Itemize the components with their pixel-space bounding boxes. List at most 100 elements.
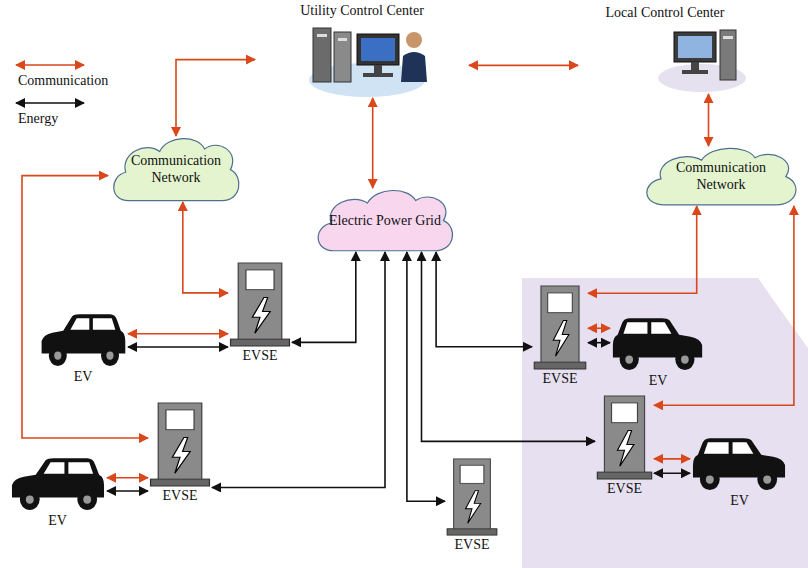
cloud-label: Electric Power Grid (329, 212, 441, 229)
node-label: EV (38, 368, 128, 386)
icon-part (612, 403, 638, 423)
icon-part (158, 403, 202, 479)
node-label: Local Control Center (578, 4, 752, 22)
evse-drawing (597, 396, 651, 479)
cloud-shape (640, 146, 802, 206)
icon-part (534, 362, 586, 369)
icon-part (77, 489, 97, 510)
energy-link (422, 252, 596, 441)
icon-part (54, 351, 61, 359)
icon-part (334, 32, 351, 82)
icon-part (363, 73, 393, 77)
icon-part (374, 65, 382, 73)
legend-arrow-sample (12, 58, 88, 72)
node-label: EV (8, 512, 107, 530)
icon-part (675, 349, 694, 370)
evse-drawing (151, 403, 210, 486)
icon-part (597, 472, 651, 479)
energy-link (292, 252, 356, 342)
icon-part (651, 322, 671, 333)
icon-part (26, 495, 34, 503)
icon-part (466, 491, 481, 524)
node-label: EV (690, 492, 789, 510)
car-icon (610, 312, 706, 372)
legend-label: Energy (12, 110, 108, 128)
icon-part (678, 36, 712, 58)
charger-station: EVSE (228, 262, 292, 365)
network-cloud: Communication Network (108, 136, 244, 202)
node-label: EVSE (445, 536, 499, 554)
ev-car: EV (38, 308, 128, 386)
icon-part (620, 349, 639, 370)
charger-station: EVSE (532, 285, 588, 388)
icon-part (68, 462, 93, 473)
evse-icon (595, 395, 654, 480)
icon-part (357, 34, 399, 65)
energy-link (436, 252, 532, 347)
icon-part (548, 293, 573, 313)
icon-part (704, 442, 729, 453)
evse-icon (532, 285, 588, 370)
car-drawing (42, 314, 126, 366)
communication-link (176, 60, 255, 136)
local-icon (578, 22, 752, 94)
communication-link (22, 176, 148, 438)
icon-part (682, 70, 708, 74)
cloud-label: Communication Network (655, 159, 787, 193)
icon-part (151, 479, 210, 486)
node-label: EV (610, 372, 706, 390)
icon-part (83, 495, 91, 503)
energy-link (654, 472, 690, 474)
energy-link (588, 342, 610, 344)
legend-arrow (16, 64, 84, 66)
cloud-shape (108, 136, 244, 202)
energy-link (107, 490, 148, 492)
communication-link (708, 94, 710, 146)
icon-part (406, 32, 422, 48)
utility-icon (255, 20, 469, 98)
communication-link (654, 458, 690, 460)
node-label: EVSE (595, 480, 654, 498)
legend-entry: Communication (12, 58, 108, 90)
icon-part (553, 321, 569, 357)
communication-link (183, 202, 228, 293)
car-icon (8, 452, 107, 512)
icon-part (674, 32, 716, 62)
icon-part (44, 462, 65, 473)
legend: CommunicationEnergy (12, 58, 108, 134)
ev-car: EV (8, 452, 107, 530)
local-area-region (522, 278, 808, 568)
communication-link (588, 327, 610, 329)
icon-part (733, 442, 754, 453)
energy-link (212, 252, 385, 487)
ev-car: EV (690, 432, 789, 510)
icon-part (166, 410, 194, 430)
car-drawing (613, 318, 702, 370)
icon-part (338, 38, 347, 41)
charger-station: EVSE (148, 402, 212, 505)
charger-station: EVSE (595, 395, 654, 498)
icon-part (723, 36, 733, 39)
ev-car: EV (610, 312, 706, 390)
icon-part (763, 475, 771, 483)
cloud-outline (318, 190, 452, 250)
grid-cloud: Electric Power Grid (312, 188, 458, 252)
icon-part (106, 351, 113, 359)
legend-entry: Energy (12, 96, 108, 128)
energy-link (128, 346, 228, 348)
control-center: Utility Control Center (255, 2, 469, 98)
icon-part (681, 355, 689, 363)
node-label: Utility Control Center (255, 2, 469, 20)
icon-part (172, 438, 190, 474)
network-cloud: Communication Network (640, 146, 802, 206)
cloud-outline (647, 148, 796, 204)
car-icon (38, 308, 128, 368)
icon-part (246, 270, 274, 290)
icon-part (70, 318, 89, 329)
utility-drawing (309, 28, 427, 97)
communication-link (372, 98, 374, 188)
icon-part (317, 34, 327, 37)
communication-link (588, 206, 697, 293)
